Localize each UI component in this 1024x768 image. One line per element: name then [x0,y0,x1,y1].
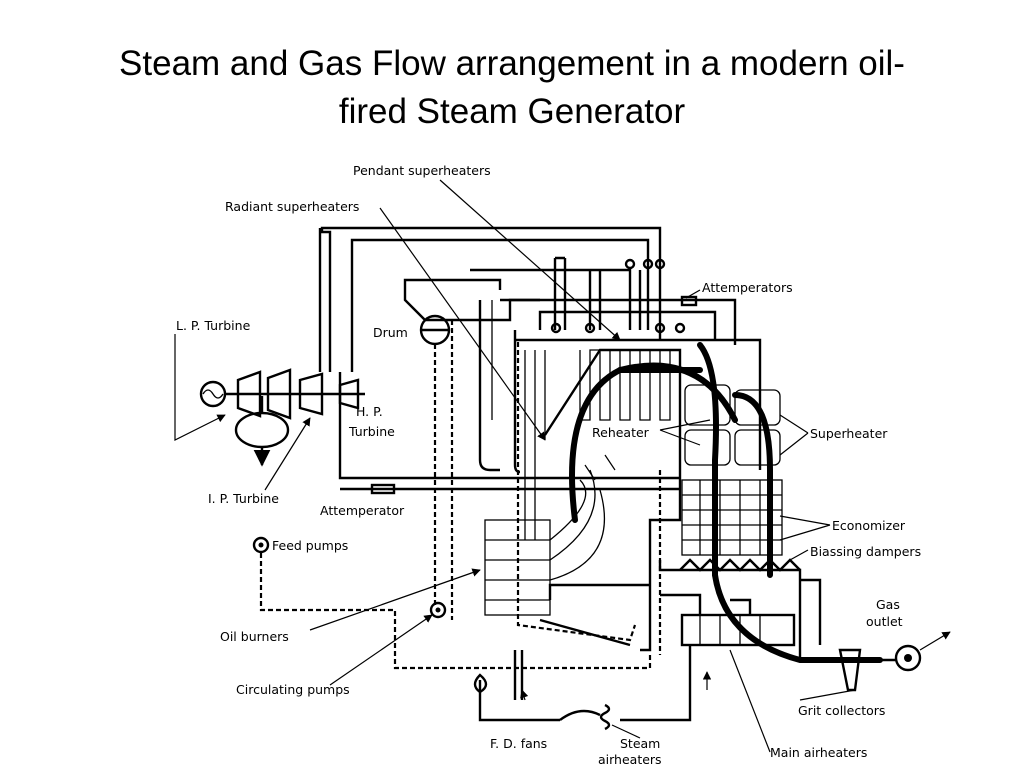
steam-piping [318,226,737,495]
label-feed-pumps: Feed pumps [272,538,348,553]
convection-banks [579,342,883,663]
label-attemperators: Attemperators [702,280,793,295]
label-fd-fans: F. D. fans [490,736,547,751]
feed-water-system [252,536,652,670]
leader-lines [174,179,856,753]
label-ip-turbine: I. P. Turbine [208,491,279,506]
condenser-icon [234,411,290,449]
drum [419,300,521,620]
title-line-2: fired Steam Generator [338,92,686,131]
label-gas-outlet-2: outlet [866,614,903,629]
lp-turbine-casing-2 [266,368,292,420]
label-circulating-pumps: Circulating pumps [236,682,350,697]
label-hp-turbine-1: H. P. [356,404,383,419]
biassing-dampers [679,558,801,572]
burner-front [484,519,551,616]
label-pendant-superheaters: Pendant superheaters [353,163,491,178]
label-lp-turbine: L. P. Turbine [176,318,251,333]
page-title: Steam and Gas Flow arrangement in a mode… [40,40,984,136]
steam-airheater-coil [599,703,611,731]
turbine-train [199,368,365,467]
main-airheater [680,613,796,647]
label-drum: Drum [373,325,408,340]
label-steam-airheaters-2: airheaters [598,752,662,767]
grit-collector-icon [838,648,862,692]
label-radiant-superheaters: Radiant superheaters [225,199,359,214]
title-line-1: Steam and Gas Flow arrangement in a mode… [119,44,905,83]
ip-turbine-casing [298,372,324,416]
label-oil-burners: Oil burners [220,629,289,644]
lp-turbine-casing-1 [236,370,262,418]
gas-outlet-fan-icon [894,644,922,672]
label-reheater: Reheater [592,425,650,440]
label-biassing-dampers: Biassing dampers [810,544,921,559]
gas-outlet [838,631,951,692]
circulating-pump-icon [429,601,447,619]
label-gas-outlet-1: Gas [876,597,900,612]
attemperator-top-icon [680,295,698,307]
economizer-bank [681,479,783,556]
furnace [484,338,762,655]
label-steam-airheaters-1: Steam [620,736,660,751]
feed-pump-icon [252,536,270,554]
fd-fan-icon [473,673,488,694]
label-economizer: Economizer [832,518,906,533]
air-system [473,578,822,731]
label-grit-collectors: Grit collectors [798,703,885,718]
label-superheater: Superheater [810,426,888,441]
label-hp-turbine-2: Turbine [348,424,395,439]
label-main-airheaters: Main airheaters [770,745,867,760]
label-attemperator: Attemperator [320,503,405,518]
